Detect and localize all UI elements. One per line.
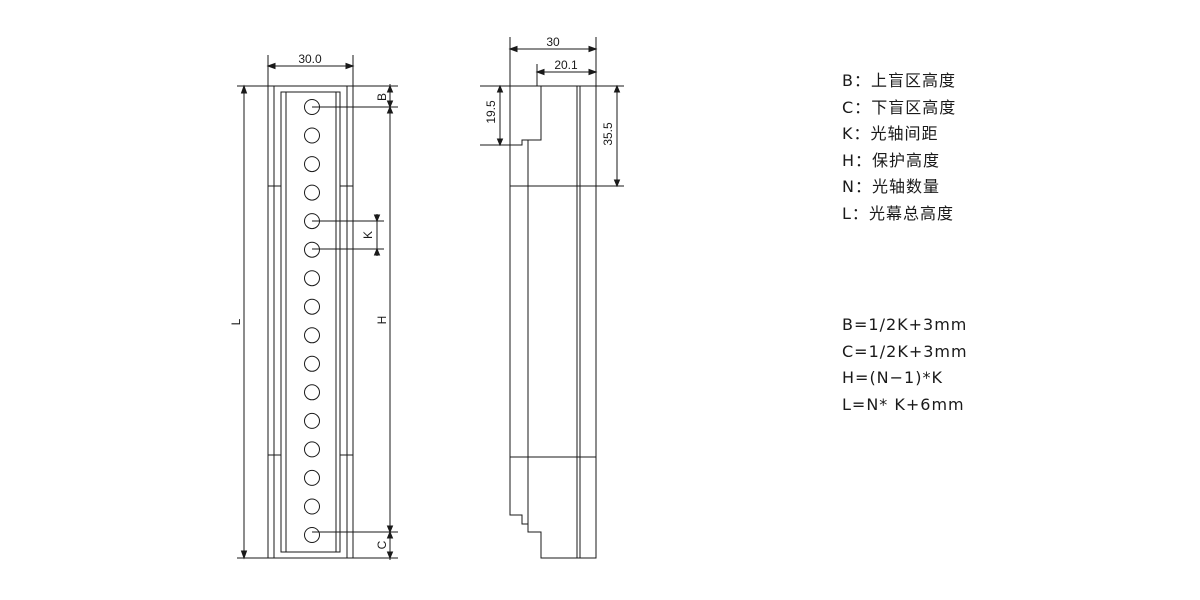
legend-sep: ： (853, 71, 871, 90)
emitter-circle (304, 355, 320, 372)
legend-sep: ： (854, 177, 872, 196)
side-inner-width-label: 20.1 (554, 58, 578, 72)
front-width-dimension (266, 55, 355, 86)
front-right-dimensions (312, 84, 398, 560)
legend: B：上盲区高度 C：下盲区高度 K：光轴间距 H：保护高度 N：光轴数量 L：光… (842, 68, 956, 227)
front-window (280, 91, 341, 553)
front-view (237, 55, 398, 560)
legend-item: L：光幕总高度 (842, 201, 956, 228)
side-view (480, 37, 624, 559)
legend-desc: 光轴间距 (870, 124, 939, 143)
emitter-circle (304, 412, 320, 429)
side-right-height-label: 35.5 (601, 122, 615, 146)
emitter-circle (304, 441, 320, 458)
emitter-circle (304, 241, 320, 258)
emitter-circle (304, 327, 320, 344)
emitter-circle (304, 184, 320, 201)
legend-sep: ： (851, 203, 869, 223)
legend-item: K：光轴间距 (842, 121, 956, 148)
legend-sep: ： (853, 124, 871, 143)
legend-desc: 下盲区高度 (871, 97, 957, 117)
emitter-circle (304, 384, 320, 401)
legend-key: C (842, 97, 855, 117)
legend-desc: 光轴数量 (871, 177, 940, 196)
side-right-height-dimension (596, 84, 624, 188)
emitter-circle (304, 298, 320, 315)
formula-blind-top: B=1/2K+3mm (842, 315, 968, 334)
emitter-circle (304, 527, 320, 543)
pitch-label: K (361, 231, 375, 239)
emitter-circles (304, 99, 320, 543)
blind-top-label: B (375, 93, 389, 101)
side-width-dimensions (508, 37, 598, 145)
side-housing-outline (509, 85, 597, 559)
front-height-label: L (229, 318, 243, 325)
legend-key: H (842, 150, 856, 170)
front-pitch-dimension (312, 214, 384, 256)
emitter-circle (304, 127, 320, 144)
formulas: B=1/2K+3mm C=1/2K+3mm H=(N−1)*K L=N* K+6… (842, 312, 968, 418)
legend-key: N (842, 177, 855, 196)
legend-item: N：光轴数量 (842, 174, 956, 201)
legend-key: B (842, 71, 854, 90)
formula-blind-bottom: C=1/2K+3mm (842, 341, 968, 361)
legend-item: H：保护高度 (842, 148, 956, 175)
emitter-circle (304, 270, 320, 287)
legend-item: B：上盲区高度 (842, 68, 956, 95)
legend-desc: 光幕总高度 (868, 203, 954, 223)
protect-height-label: H (375, 316, 389, 325)
emitter-circle (304, 156, 320, 173)
blind-bottom-label: C (375, 540, 389, 549)
emitter-circle (304, 498, 320, 515)
legend-sep: ： (855, 150, 873, 170)
legend-key: L (842, 203, 852, 223)
side-left-height-label: 19.5 (484, 100, 498, 124)
legend-key: K (842, 124, 854, 143)
side-left-height-dimension (480, 84, 541, 147)
legend-item: C：下盲区高度 (842, 95, 956, 122)
formula-protect-height: H=(N−1)*K (842, 368, 943, 387)
legend-desc: 保护高度 (872, 150, 941, 170)
formula-total-height: L=N* K+6mm (842, 394, 965, 414)
side-total-width-label: 30 (546, 35, 560, 49)
front-housing-outline (267, 85, 354, 559)
legend-desc: 上盲区高度 (871, 71, 957, 90)
legend-sep: ： (854, 97, 872, 117)
front-width-label: 30.0 (298, 52, 322, 66)
emitter-circle (304, 469, 320, 486)
front-height-dimension (237, 84, 268, 560)
